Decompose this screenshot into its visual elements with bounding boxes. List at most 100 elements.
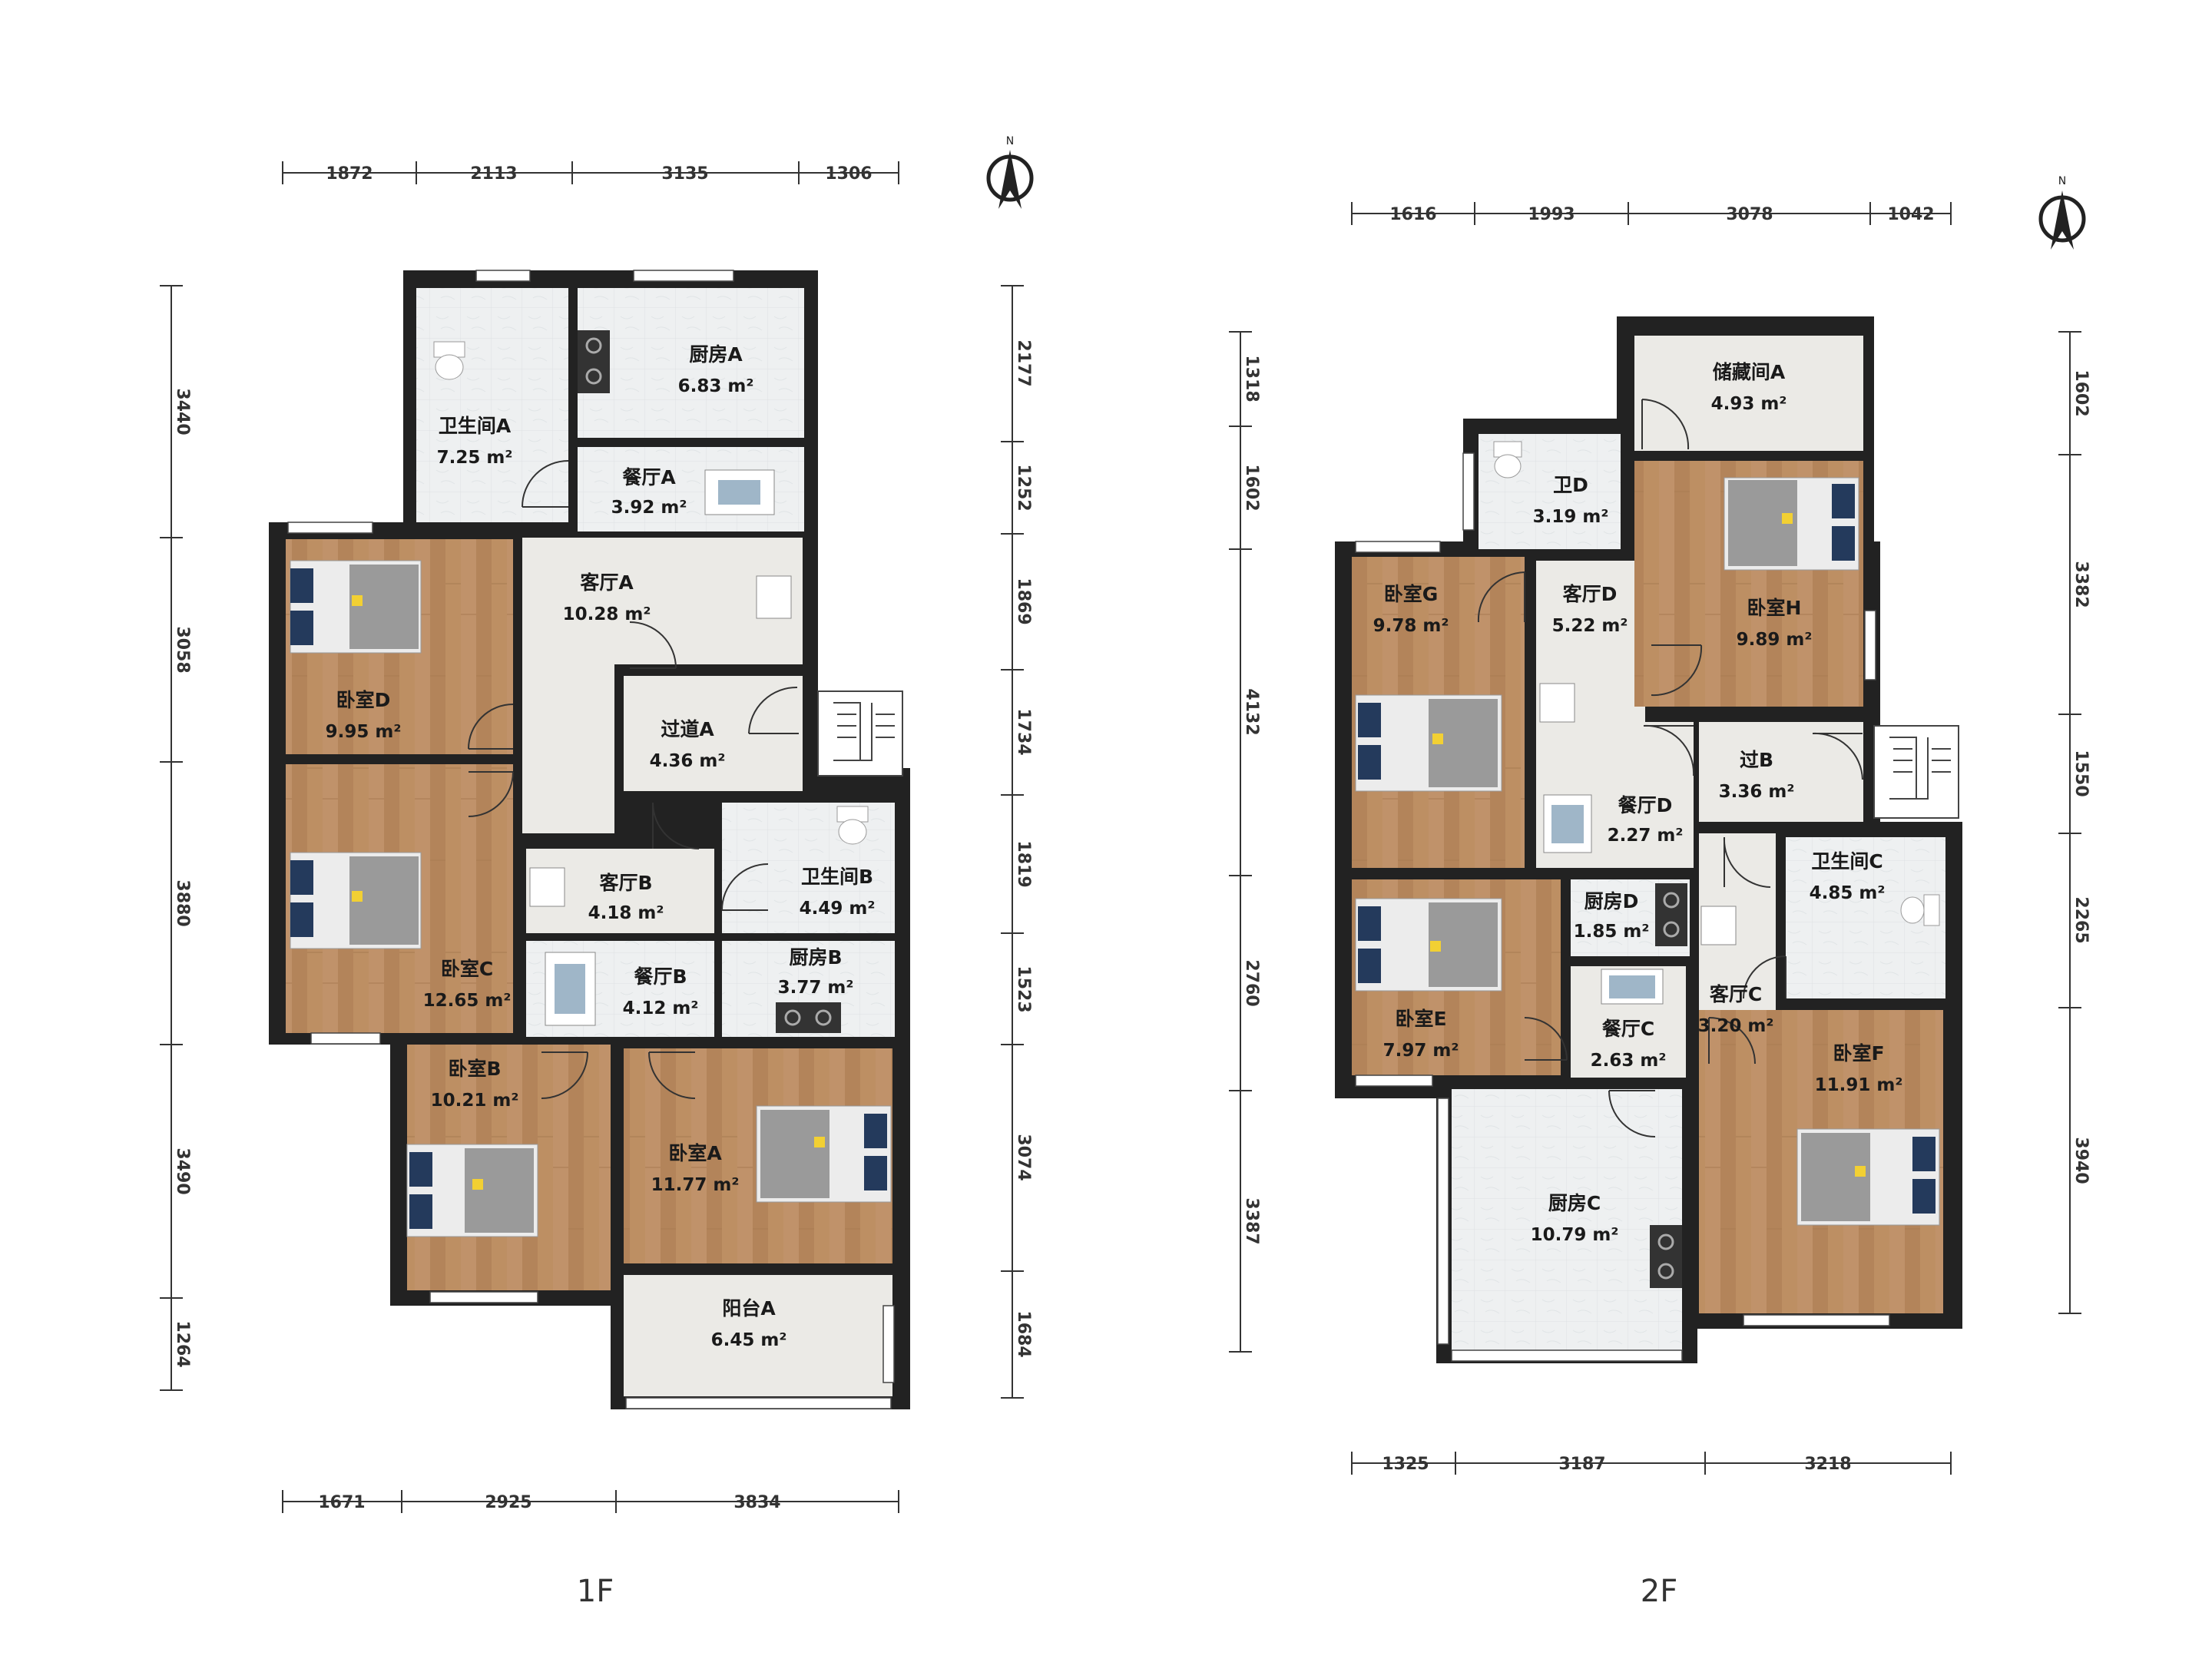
floor-label: 1F <box>577 1574 614 1609</box>
bed <box>406 1144 538 1237</box>
stairs-icon <box>817 690 903 777</box>
door <box>1643 724 1695 777</box>
stove <box>1650 1225 1682 1288</box>
room-2f-hall-b <box>1699 722 1863 822</box>
bed <box>1355 694 1502 792</box>
toilet <box>836 806 869 845</box>
dim-label: 1264 <box>173 1320 192 1367</box>
room-name: 客厅A <box>580 571 634 594</box>
compass-icon: N <box>2038 175 2086 250</box>
dining-table <box>545 952 596 1026</box>
door <box>522 460 569 508</box>
stove <box>578 330 610 393</box>
room-area: 3.20 m² <box>1698 1016 1774 1036</box>
room-name: 餐厅B <box>634 965 687 988</box>
window <box>1451 1349 1683 1362</box>
room-name: 厨房A <box>689 343 743 366</box>
dim-label: 1602 <box>1242 464 1261 511</box>
room-area: 11.91 m² <box>1815 1075 1903 1095</box>
dim-label: 2760 <box>1242 959 1261 1006</box>
room-area: 4.18 m² <box>588 903 664 923</box>
dim-label: 1042 <box>1887 205 1934 224</box>
armchair <box>1700 906 1737 945</box>
dim-label: 1318 <box>1242 355 1261 402</box>
room-area: 7.25 m² <box>437 448 513 468</box>
bed <box>1724 477 1859 571</box>
room-name: 卫生间C <box>1811 850 1883 873</box>
dimension-top: 1872 2113 3135 1306 <box>282 161 899 184</box>
dim-label: 1671 <box>318 1493 365 1512</box>
window <box>429 1291 538 1303</box>
room-area: 4.93 m² <box>1711 394 1787 414</box>
dining-table <box>1601 969 1664 1005</box>
room-area: 5.22 m² <box>1552 616 1628 636</box>
toilet <box>1493 441 1522 478</box>
room-name: 阳台A <box>722 1297 776 1320</box>
room-area: 2.63 m² <box>1591 1051 1667 1071</box>
dining-table <box>704 469 775 515</box>
room-name: 卧室C <box>441 958 493 980</box>
dim-label: 3834 <box>733 1493 780 1512</box>
room-area: 10.21 m² <box>431 1091 519 1111</box>
stove <box>1655 883 1687 946</box>
room-name: 厨房C <box>1548 1192 1601 1214</box>
room-name: 卫生间A <box>439 415 512 437</box>
room-name: 厨房D <box>1584 890 1639 912</box>
room-area: 3.36 m² <box>1719 782 1795 802</box>
room-area: 11.77 m² <box>651 1175 740 1195</box>
room-name: 过道A <box>661 718 714 740</box>
bed <box>290 560 422 654</box>
door <box>652 802 700 849</box>
door <box>468 704 514 750</box>
room-1f-kitchen-a <box>578 288 804 438</box>
door <box>1812 732 1863 780</box>
window <box>310 1032 381 1045</box>
armchair <box>529 867 565 907</box>
dim-label: 3187 <box>1558 1455 1605 1474</box>
room-name: 卧室A <box>668 1142 722 1164</box>
room-area: 3.92 m² <box>611 498 687 518</box>
compass-icon: N <box>986 135 1034 209</box>
dim-label: 1734 <box>1014 708 1033 755</box>
door <box>541 1051 588 1099</box>
room-area: 6.45 m² <box>711 1330 787 1350</box>
door <box>1743 955 1786 999</box>
room-name: 卧室B <box>448 1058 501 1080</box>
dimension-right: 2177 1252 1869 1734 1819 1523 3074 1684 <box>1001 285 1033 1399</box>
door <box>648 1051 696 1099</box>
dim-label: 2113 <box>470 164 517 184</box>
room-name: 卫D <box>1553 474 1588 496</box>
room-name: 客厅B <box>599 872 652 894</box>
window <box>287 522 373 534</box>
dim-label: 1616 <box>1389 205 1436 224</box>
room-area: 10.28 m² <box>563 604 651 624</box>
room-area: 1.85 m² <box>1574 922 1650 942</box>
dim-label: 3940 <box>2071 1137 2091 1184</box>
dimension-bottom: 1671 2925 3834 <box>282 1490 899 1513</box>
room-1f-balcony-a <box>624 1275 892 1396</box>
window <box>1437 1098 1449 1345</box>
armchair <box>756 575 792 619</box>
room-area: 3.77 m² <box>778 978 854 998</box>
door <box>629 621 677 669</box>
bed <box>290 852 422 949</box>
room-area: 4.36 m² <box>650 751 726 771</box>
dim-label: 1550 <box>2071 750 2091 796</box>
dim-label: 1523 <box>1014 965 1033 1012</box>
room-area: 12.65 m² <box>423 991 512 1011</box>
dim-label: 4132 <box>1242 688 1261 735</box>
compass-label: N <box>1006 135 1014 147</box>
stairs-icon <box>1873 725 1959 819</box>
room-name: 卧室H <box>1747 597 1802 619</box>
room-name: 餐厅D <box>1618 794 1673 816</box>
door <box>1651 644 1703 697</box>
room-area: 2.27 m² <box>1608 826 1684 846</box>
dim-label: 1306 <box>825 164 872 184</box>
window <box>1864 610 1876 680</box>
dim-label: 1602 <box>2071 369 2091 416</box>
dim-label: 3880 <box>173 879 192 926</box>
room-1f-living-a <box>522 538 803 664</box>
dim-label: 1993 <box>1528 205 1575 224</box>
dimension-left: 1318 1602 4132 2760 3387 <box>1229 331 1261 1353</box>
